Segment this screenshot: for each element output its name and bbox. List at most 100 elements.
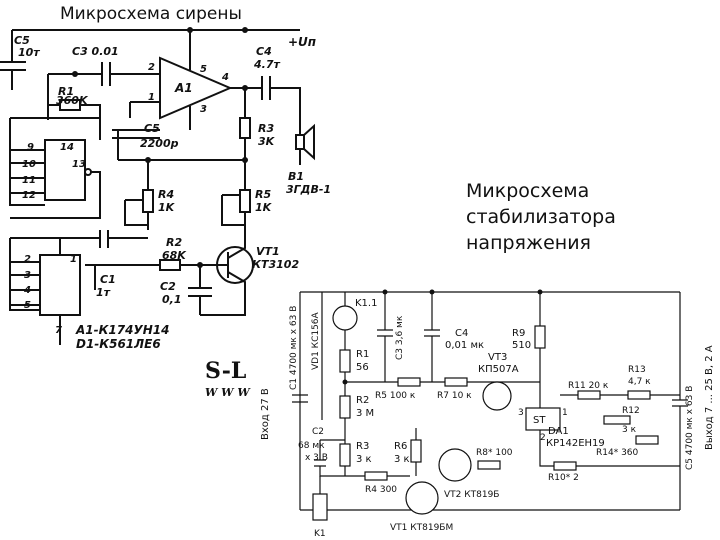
svg-text:10т: 10т xyxy=(18,46,40,59)
svg-text:R1: R1 xyxy=(58,85,74,98)
svg-text:Выход 7 ... 25 В, 2 А: Выход 7 ... 25 В, 2 А xyxy=(704,345,715,450)
svg-text:2200р: 2200р xyxy=(140,137,179,150)
svg-text:3K: 3K xyxy=(258,135,276,148)
svg-text:1т: 1т xyxy=(96,286,111,299)
svg-text:5: 5 xyxy=(24,300,31,311)
resistor-r1: R1 360K xyxy=(47,73,101,120)
logic-gate-d1-b: 2 3 4 5 1 7 xyxy=(9,237,81,345)
svg-text:R10* 2: R10* 2 xyxy=(548,473,579,483)
capacitor-c3: C3 0.01 xyxy=(72,45,160,86)
output-label: Выход 7 ... 25 В, 2 А xyxy=(704,345,715,450)
mosfet-vt3: VT3 КП507А xyxy=(478,352,519,411)
svg-text:3 к: 3 к xyxy=(394,454,410,465)
supply-label: +Uп xyxy=(288,35,316,49)
svg-text:14: 14 xyxy=(60,142,74,153)
svg-text:10: 10 xyxy=(22,159,36,170)
stab-capacitor-c2: C2 68 мк х 3 В xyxy=(298,427,345,477)
svg-text:4: 4 xyxy=(221,72,229,83)
capacitor-c1: C1 1т xyxy=(94,265,116,299)
stab-resistor-r8: R8* 100 xyxy=(476,448,513,470)
svg-text:R5: R5 xyxy=(255,188,271,201)
stab-resistor-r3: R3 3 к xyxy=(339,440,372,476)
relay-contact-k11: K1.1 xyxy=(332,292,377,350)
svg-text:R2: R2 xyxy=(356,395,369,406)
stab-resistor-r4: R4 300 xyxy=(345,471,410,495)
relay-coil-k1: K1 xyxy=(312,476,328,539)
stab-resistor-r5: R5 100 к xyxy=(375,377,421,401)
svg-text:C5 4700 мк х 63 В: C5 4700 мк х 63 В xyxy=(685,386,695,470)
svg-text:4.7т: 4.7т xyxy=(253,58,280,71)
svg-text:R4 300: R4 300 xyxy=(365,485,397,495)
svg-text:3 М: 3 М xyxy=(356,408,374,419)
svg-text:3ГДВ-1: 3ГДВ-1 xyxy=(286,183,331,196)
svg-text:C3 0.01: C3 0.01 xyxy=(72,45,119,58)
zener-vd1: VD1 КС156А xyxy=(311,292,323,420)
svg-text:2: 2 xyxy=(148,62,155,73)
svg-text:R3: R3 xyxy=(258,122,274,135)
svg-text:R13: R13 xyxy=(628,365,646,375)
svg-text:3: 3 xyxy=(518,408,524,418)
svg-text:х 3 В: х 3 В xyxy=(305,453,328,463)
svg-text:R1: R1 xyxy=(356,349,369,360)
svg-text:ST: ST xyxy=(533,415,546,426)
svg-text:VD1 КС156А: VD1 КС156А xyxy=(311,311,321,370)
input-label: Вход 27 В xyxy=(260,388,271,440)
logic-gate-d1-a: 9 10 11 12 14 13 xyxy=(9,117,101,219)
svg-text:R12: R12 xyxy=(622,406,640,416)
svg-text:3: 3 xyxy=(24,270,31,281)
svg-text:68 мк: 68 мк xyxy=(298,441,325,451)
svg-text:R3: R3 xyxy=(356,441,369,452)
svg-text:DA1: DA1 xyxy=(548,426,569,437)
capacitor-c5-left: C5 10т xyxy=(0,30,40,90)
stabilizer-title-line2: стабилизатора xyxy=(466,206,616,228)
svg-text:R5 100 к: R5 100 к xyxy=(375,391,416,401)
svg-text:1: 1 xyxy=(148,92,155,103)
stab-resistor-r12: R12 3 к xyxy=(603,406,640,435)
svg-text:9: 9 xyxy=(27,142,34,153)
resistor-r5: R5 1K xyxy=(221,160,273,240)
stab-resistor-r13: R13 4,7 к xyxy=(627,365,651,400)
stab-resistor-r7: R7 10 к xyxy=(437,377,472,401)
watermark: S-L xyxy=(205,358,246,384)
svg-text:R6: R6 xyxy=(394,441,407,452)
svg-text:R2: R2 xyxy=(166,236,182,249)
stabilizer-title-line1: Микросхема xyxy=(466,180,590,202)
svg-text:КП507А: КП507А xyxy=(478,364,519,375)
svg-text:VT1: VT1 xyxy=(256,245,280,258)
resistor-r2: R2 68K xyxy=(85,236,203,271)
stab-resistor-r14: R14* 360 xyxy=(596,435,659,458)
resistor-r3: R3 3K xyxy=(239,88,276,160)
stab-capacitor-c5: C5 4700 мк х 63 В xyxy=(672,292,695,510)
regulator-da1: ST 3 1 2 DA1 КР142ЕН19 xyxy=(518,407,605,449)
svg-text:R14* 360: R14* 360 xyxy=(596,448,639,458)
svg-text:C4: C4 xyxy=(455,328,468,339)
resistor-r4: R4 1K xyxy=(124,160,176,230)
svg-text:13: 13 xyxy=(72,159,86,170)
svg-text:1: 1 xyxy=(70,254,77,265)
svg-text:C1 4700 мк х 63 В: C1 4700 мк х 63 В xyxy=(289,306,299,390)
svg-text:C2: C2 xyxy=(160,280,176,293)
legend-a1: A1-К174УН14 xyxy=(75,323,169,337)
svg-text:1: 1 xyxy=(562,408,568,418)
stab-resistor-r10: R10* 2 xyxy=(539,430,680,483)
svg-text:VT1 КТ819БМ: VT1 КТ819БМ xyxy=(390,523,453,533)
svg-text:VT3: VT3 xyxy=(488,352,507,363)
svg-text:C3 3,6 мк: C3 3,6 мк xyxy=(395,315,405,360)
opamp-a1: A1 2 1 5 4 3 xyxy=(129,30,233,130)
transistor-vt2: VT2 КТ819Б xyxy=(438,448,499,500)
svg-text:12: 12 xyxy=(22,190,36,201)
svg-text:1K: 1K xyxy=(158,201,176,214)
legend-d1: D1-К561ЛЕ6 xyxy=(76,337,161,351)
stab-capacitor-c1: C1 4700 мк х 63 В xyxy=(289,306,308,403)
capacitor-c2: C2 0,1 xyxy=(160,265,246,316)
svg-text:5: 5 xyxy=(200,64,207,75)
svg-text:0,01 мк: 0,01 мк xyxy=(445,340,484,351)
svg-text:510: 510 xyxy=(512,340,531,351)
svg-text:3 к: 3 к xyxy=(356,454,372,465)
coupling-capacitor xyxy=(60,230,148,248)
stabilizer-title-line3: напряжения xyxy=(466,232,591,254)
svg-text:4: 4 xyxy=(23,285,31,296)
stabilizer-title: Микросхема стабилизатора напряжения xyxy=(466,178,616,256)
